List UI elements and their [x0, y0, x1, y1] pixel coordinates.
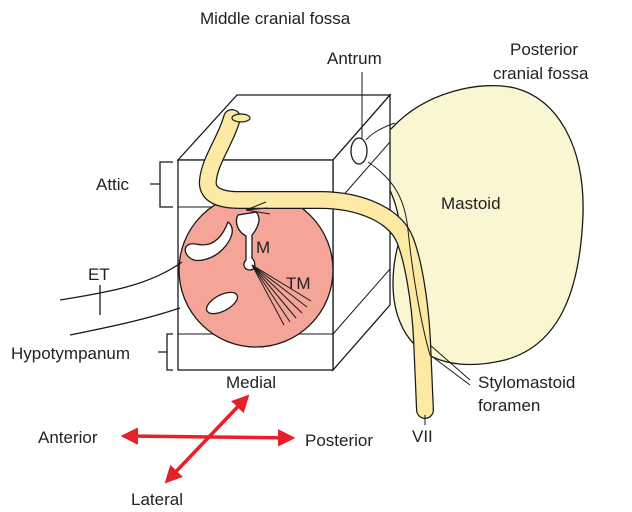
- label-middle-cranial-fossa: Middle cranial fossa: [200, 9, 351, 28]
- label-anterior: Anterior: [38, 428, 98, 447]
- label-malleus: M: [256, 238, 270, 257]
- label-antrum: Antrum: [327, 49, 382, 68]
- label-facial-nerve: VII: [412, 427, 433, 446]
- label-posterior-cranial-fossa-2: cranial fossa: [493, 64, 589, 83]
- anterior-posterior-arrow: [124, 436, 292, 438]
- label-medial: Medial: [226, 373, 276, 392]
- antrum: [351, 138, 367, 164]
- label-lateral: Lateral: [131, 490, 183, 509]
- label-eustachian-tube: ET: [88, 265, 110, 284]
- label-stylomastoid-2: foramen: [478, 396, 540, 415]
- hypotympanum-bracket: [158, 334, 173, 370]
- label-tympanic-membrane: TM: [286, 274, 311, 293]
- label-attic: Attic: [96, 175, 130, 194]
- label-posterior: Posterior: [305, 431, 373, 450]
- attic-bracket: [150, 162, 173, 207]
- orientation-arrows: [124, 397, 292, 481]
- label-posterior-cranial-fossa-1: Posterior: [510, 40, 578, 59]
- eustachian-tube: [60, 262, 182, 300]
- label-mastoid: Mastoid: [441, 194, 501, 213]
- label-stylomastoid-1: Stylomastoid: [478, 373, 575, 392]
- label-hypotympanum: Hypotympanum: [11, 344, 130, 363]
